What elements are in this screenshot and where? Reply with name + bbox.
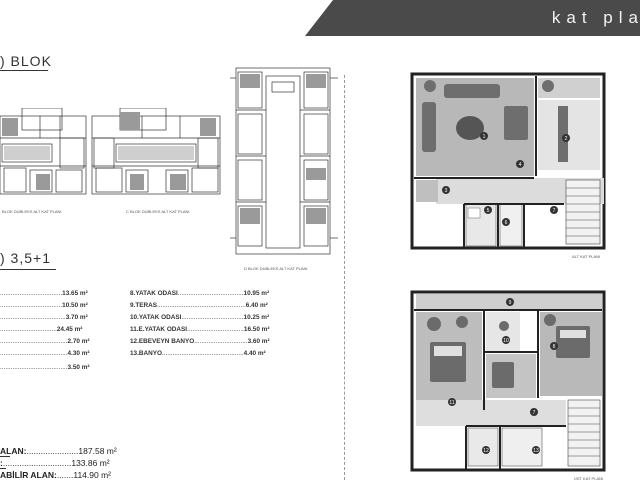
room-number-8: 8 (553, 344, 556, 350)
type-title-underline (0, 269, 56, 270)
summary-underline (0, 468, 6, 469)
room-number-10: 10 (503, 338, 509, 344)
room-row: 10.YATAK ODASI..........................… (130, 314, 270, 321)
ust-kat-floor-plan: 9 10 8 11 7 12 13 (410, 290, 606, 472)
type-title: ) 3,5+1 (0, 250, 51, 266)
room-number-9: 9 (509, 300, 512, 306)
room-number-6: 6 (505, 220, 508, 226)
alt-kat-floor-plan: 1 2 3 4 5 6 7 (410, 72, 606, 250)
banner-background (305, 0, 640, 36)
room-row: 11.E.YATAK ODASI........................… (130, 326, 270, 333)
room-number-11: 11 (449, 400, 454, 406)
room-row: ......................................4.… (0, 350, 90, 357)
d-blok-plan-label: D BLOK DUBLEKS ALT KAT PLANI (244, 266, 308, 271)
room-row: 8.YATAK ODASI...........................… (130, 290, 270, 297)
summary-usable-area: ABİLİR ALAN:.......114.90 m² (0, 470, 111, 480)
block-title-underline (0, 70, 48, 71)
room-number-4: 4 (519, 162, 522, 168)
room-row: ...................................10.50… (0, 302, 88, 309)
room-number-1: 1 (483, 134, 486, 140)
room-row: 13.BANYO................................… (130, 350, 266, 357)
d-blok-plan-drawing (230, 67, 338, 255)
summary-underline (0, 456, 10, 457)
room-number-7: 7 (553, 208, 556, 214)
room-number-5: 5 (487, 208, 490, 214)
room-row: .....................................3.7… (0, 314, 88, 321)
room-row: ......................................3.… (0, 364, 90, 371)
room-number-13: 13 (533, 448, 539, 454)
room-row: ...................................13.65… (0, 290, 88, 297)
room-number-2: 2 (565, 136, 568, 142)
c-blok-plan-label: C BLOK DUBLEKS ALT KAT PLANI (126, 209, 190, 214)
room-row: ................................24.45 m² (0, 326, 83, 333)
room-number-7-upper: 7 (533, 410, 536, 416)
summary-net-area: :.............................133.86 m² (0, 458, 110, 468)
room-row: 12.EBEVEYN BANYO........................… (130, 338, 270, 345)
c-blok-plan-drawing (0, 108, 221, 195)
page-divider (344, 75, 345, 480)
room-row: 9.TERAS.................................… (130, 302, 268, 309)
block-title: ) BLOK (0, 53, 52, 69)
alt-kat-label: ALT KAT PLANI (572, 254, 601, 259)
header-banner: kat pla (305, 0, 640, 36)
room-number-3: 3 (445, 188, 448, 194)
room-number-12: 12 (483, 448, 489, 454)
banner-title: kat pla (551, 8, 640, 27)
summary-gross-area: ALAN:......................187.58 m² (0, 446, 117, 456)
b-blok-plan-label: BLOK DUBLEKS ALT KAT PLANI (2, 209, 62, 214)
room-row: ......................................2.… (0, 338, 90, 345)
ust-kat-label: ÜST KAT PLANI (574, 476, 604, 481)
